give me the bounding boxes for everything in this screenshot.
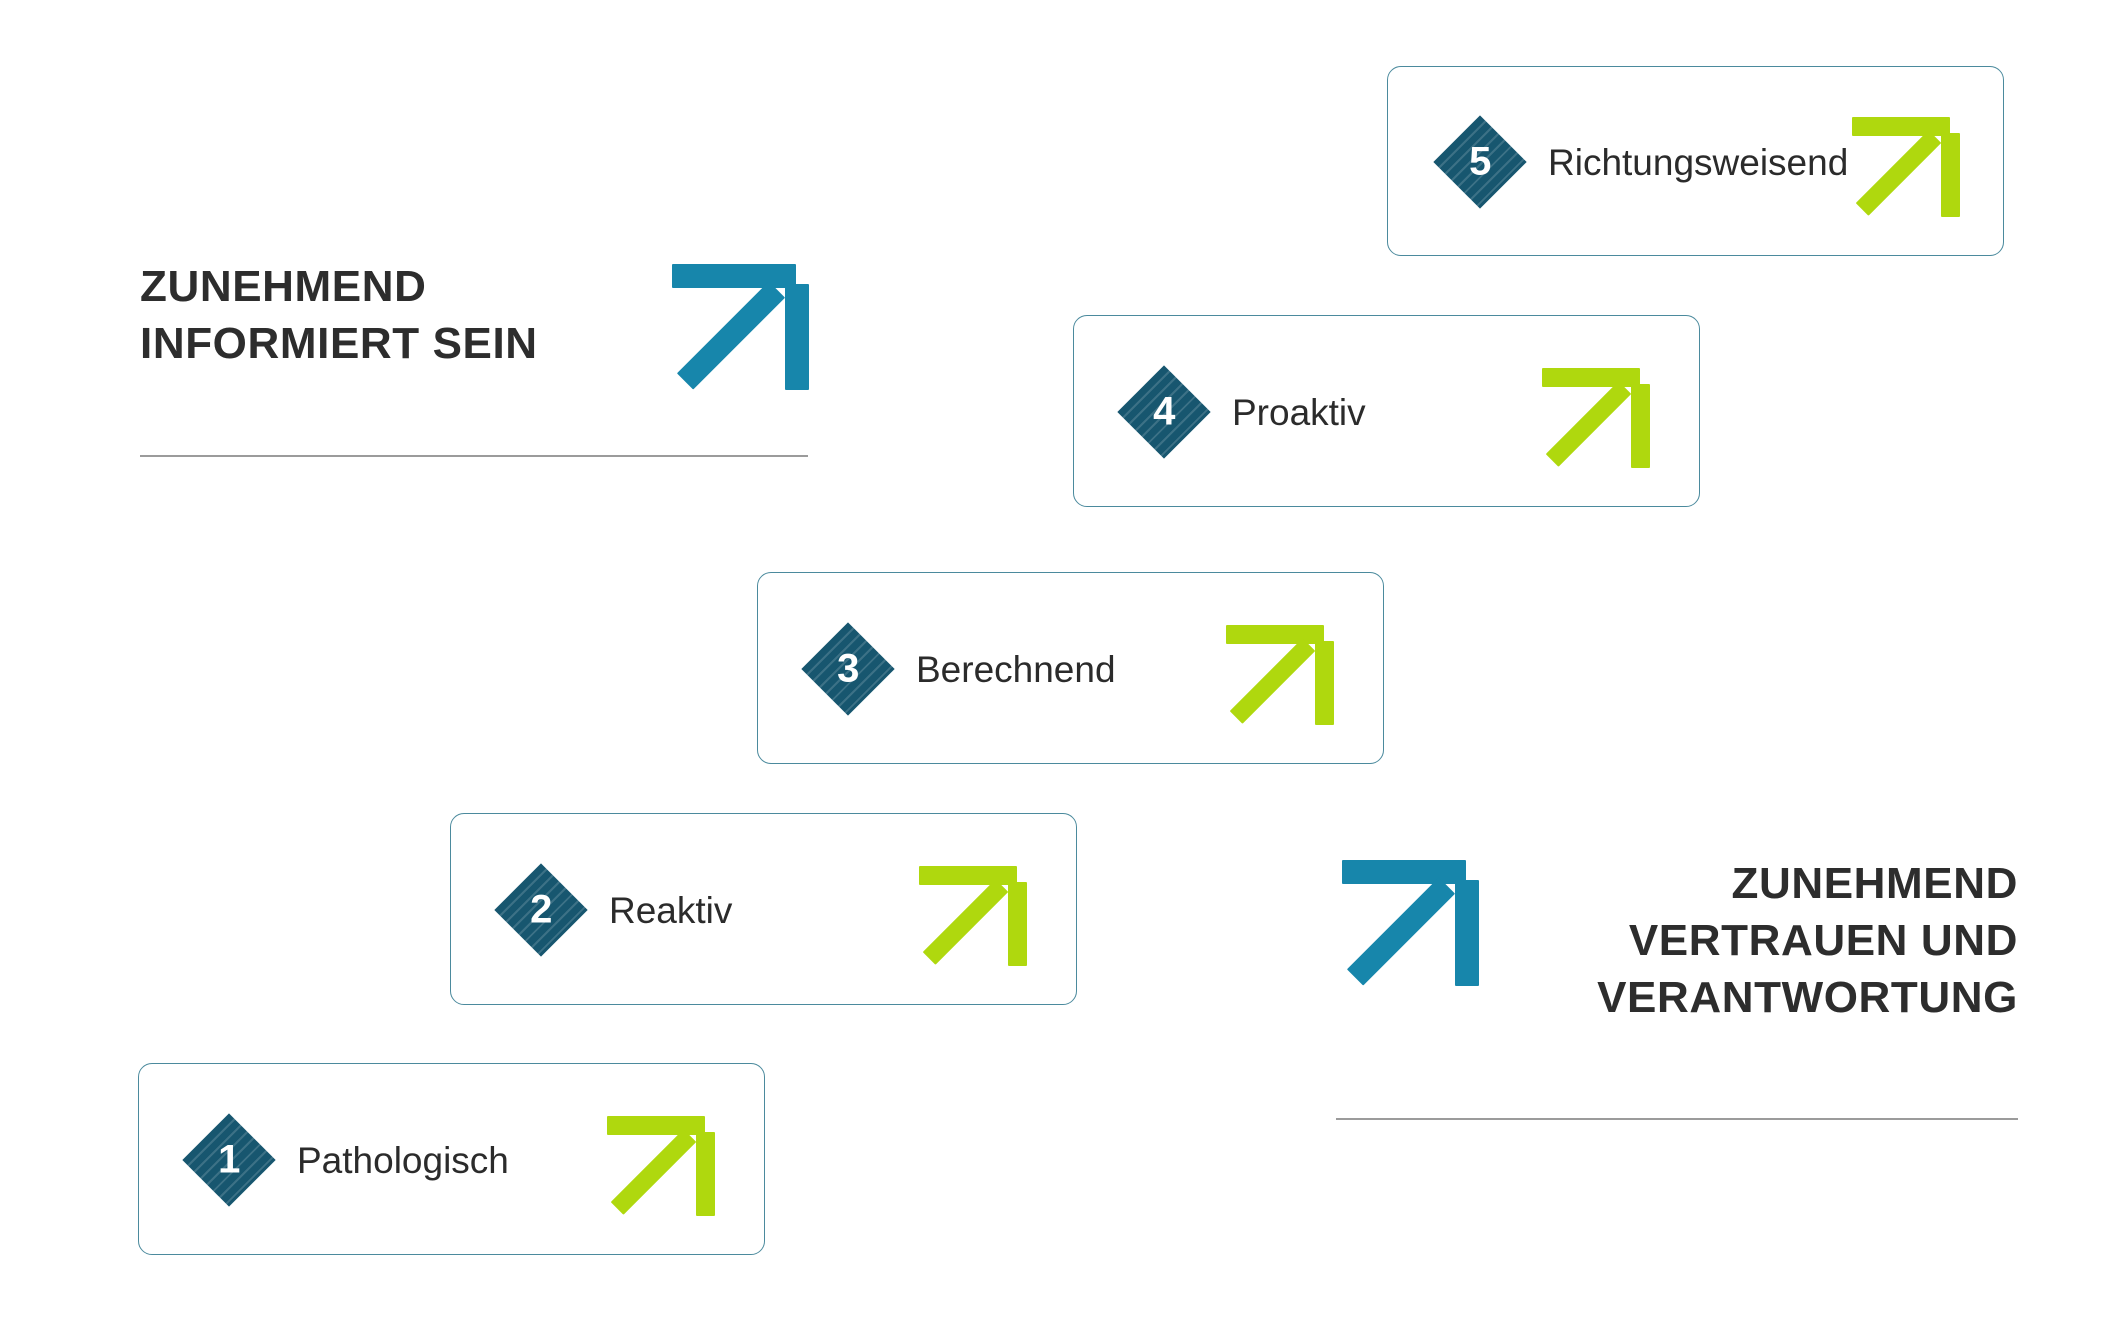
arrow-up-right-icon-step-1 [607, 1116, 717, 1216]
heading-right-line1: ZUNEHMEND [1731, 859, 2018, 908]
arrow-up-right-icon-step-3 [1226, 625, 1336, 725]
heading-left-line2: INFORMIERT SEIN [140, 319, 538, 369]
step-number-badge-3: 3 [800, 621, 896, 717]
arrow-up-right-icon-step-2 [919, 866, 1029, 966]
divider-right [1336, 1118, 2018, 1120]
step-card-4[interactable]: 4 Proaktiv [1073, 315, 1700, 507]
arrow-up-right-icon-step-5 [1852, 117, 1962, 217]
step-label-4: Proaktiv [1232, 392, 1366, 433]
step-number-2: 2 [530, 888, 552, 932]
step-number-4: 4 [1153, 390, 1175, 434]
step-card-3[interactable]: 3 Berechnend [757, 572, 1384, 764]
step-label-5: Richtungsweisend [1548, 142, 1849, 183]
step-label-1: Pathologisch [297, 1140, 509, 1181]
heading-right-line3: VERANTWORTUNG [1597, 973, 2018, 1023]
heading-left: ZUNEHMEND INFORMIERT SEIN [140, 258, 538, 372]
step-card-1[interactable]: 1 Pathologisch [138, 1063, 765, 1255]
step-card-5[interactable]: 5 Richtungsweisend [1387, 66, 2004, 256]
step-number-badge-1: 1 [181, 1112, 277, 1208]
step-number-3: 3 [837, 647, 859, 691]
heading-right-line2: VERTRAUEN UND [1628, 916, 2018, 966]
heading-left-line1: ZUNEHMEND [140, 262, 427, 311]
arrow-up-right-icon-right-heading [1342, 860, 1482, 986]
heading-right: ZUNEHMEND VERTRAUEN UND VERANTWORTUNG [1318, 855, 2018, 1027]
arrow-up-right-icon-step-4 [1542, 368, 1652, 468]
step-number-1: 1 [218, 1138, 240, 1182]
step-number-badge-2: 2 [493, 862, 589, 958]
step-number-badge-4: 4 [1116, 364, 1212, 460]
step-label-2: Reaktiv [609, 890, 733, 931]
step-number-badge-5: 5 [1432, 114, 1528, 210]
step-card-2[interactable]: 2 Reaktiv [450, 813, 1077, 1005]
arrow-up-right-icon-left-heading [672, 264, 812, 390]
divider-left [140, 455, 808, 457]
step-label-3: Berechnend [916, 649, 1116, 690]
step-number-5: 5 [1469, 140, 1491, 184]
